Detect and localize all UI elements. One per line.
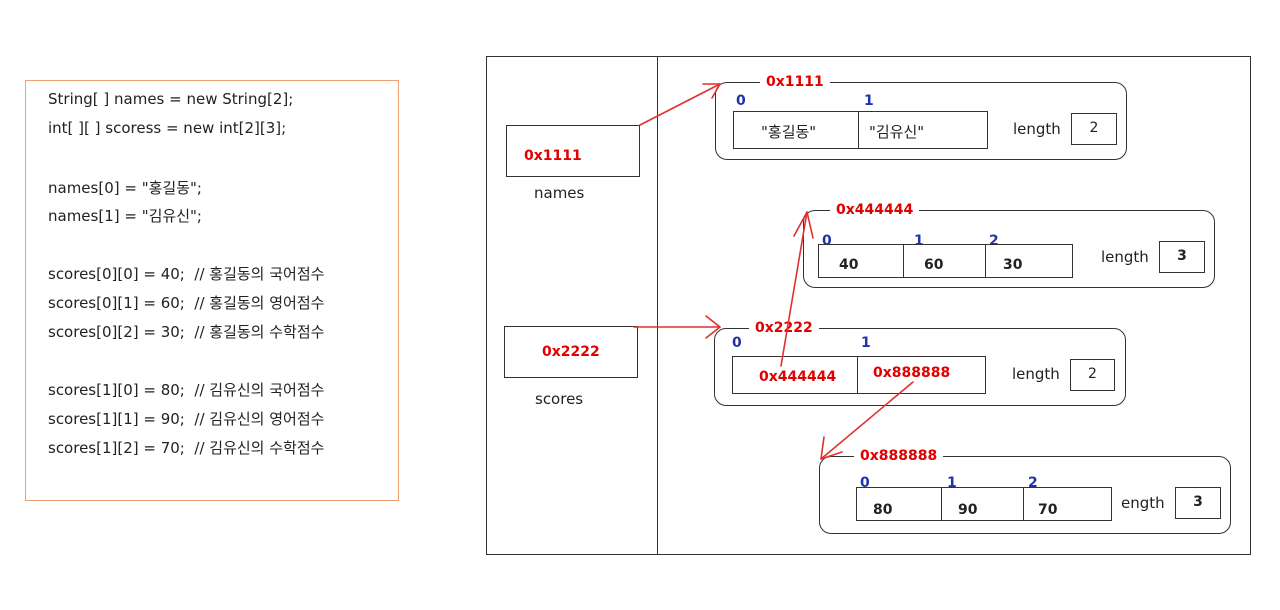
- row0-array-object: 0x444444 0 1 2 40 60 30 length 3: [803, 202, 1215, 288]
- code-line: scores[0][2] = 30; // 홍길동의 수학점수: [48, 323, 325, 341]
- array-cell: "김유신": [859, 112, 987, 148]
- length-label: ength: [1121, 494, 1165, 512]
- array-index: 0: [732, 335, 742, 351]
- names-variable-label: names: [534, 184, 585, 202]
- array-index: 2: [989, 233, 999, 249]
- length-label: length: [1012, 365, 1060, 383]
- length-label: length: [1101, 248, 1149, 266]
- array-index: 0: [860, 475, 870, 491]
- code-line: scores[1][1] = 90; // 김유신의 영어점수: [48, 410, 325, 428]
- row0-reference-arrow: [780, 211, 808, 367]
- length-label: length: [1013, 120, 1061, 138]
- array-index: 1: [914, 233, 924, 249]
- length-box: 3: [1159, 241, 1205, 273]
- code-line: scores[1][2] = 70; // 김유신의 수학점수: [48, 439, 325, 457]
- scores-array-cells: 0x444444 0x888888: [732, 356, 986, 394]
- code-line: scores[0][1] = 60; // 홍길동의 영어점수: [48, 294, 325, 312]
- array-cell-reference: 0x888888: [873, 365, 951, 381]
- array-index: 1: [864, 93, 874, 109]
- array-cell-value: 60: [924, 257, 944, 273]
- code-panel: String[ ] names = new String[2]; int[ ][…: [25, 80, 399, 501]
- row1-array-cells: 80 90 70: [856, 487, 1112, 521]
- array-cell: 70: [1024, 488, 1111, 520]
- arrow-head: [793, 211, 814, 239]
- names-variable-box: 0x1111: [506, 125, 640, 177]
- array-cell: "홍길동": [734, 112, 859, 148]
- row1-reference-arrow: [820, 381, 914, 460]
- array-cell-reference: 0x444444: [759, 369, 837, 385]
- length-value: 2: [1088, 366, 1097, 382]
- length-box: 2: [1070, 359, 1115, 391]
- code-line: scores[0][0] = 40; // 홍길동의 국어점수: [48, 265, 325, 283]
- array-cell-value: 90: [958, 502, 978, 518]
- length-box: 2: [1071, 113, 1117, 145]
- names-reference-arrow: [639, 83, 721, 126]
- array-index: 1: [861, 335, 871, 351]
- stack-heap-divider: [657, 56, 658, 555]
- array-cell: 0x888888: [858, 357, 985, 393]
- scores-variable-label: scores: [535, 390, 584, 408]
- names-reference-value: 0x1111: [524, 148, 582, 164]
- array-cell: 40: [819, 245, 904, 277]
- array-cell-value: "홍길동": [761, 123, 817, 141]
- array-cell: 60: [904, 245, 986, 277]
- code-line: int[ ][ ] scoress = new int[2][3];: [48, 119, 287, 137]
- code-line: names[0] = "홍길동";: [48, 179, 202, 197]
- row1-array-address: 0x888888: [854, 448, 944, 464]
- row0-array-cells: 40 60 30: [818, 244, 1073, 278]
- array-index: 2: [1028, 475, 1038, 491]
- scores-array-address: 0x2222: [749, 320, 819, 336]
- array-cell-value: "김유신": [869, 123, 925, 141]
- array-cell: 90: [942, 488, 1024, 520]
- array-index: 1: [947, 475, 957, 491]
- length-value: 2: [1089, 120, 1099, 136]
- arrow-head: [820, 436, 843, 460]
- array-cell-value: 80: [873, 502, 893, 518]
- array-index: 0: [822, 233, 832, 249]
- code-line: scores[1][0] = 80; // 김유신의 국어점수: [48, 381, 325, 399]
- arrow-head: [702, 83, 721, 99]
- arrow-head: [705, 315, 721, 339]
- names-array-object: 0x1111 0 1 "홍길동" "김유신" length 2: [715, 74, 1127, 160]
- code-line: names[1] = "김유신";: [48, 207, 202, 225]
- array-cell-value: 30: [1003, 257, 1023, 273]
- array-cell: 30: [986, 245, 1072, 277]
- names-array-address: 0x1111: [760, 74, 830, 90]
- length-value: 3: [1177, 248, 1187, 264]
- array-cell: 80: [857, 488, 942, 520]
- names-array-cells: "홍길동" "김유신": [733, 111, 988, 149]
- scores-reference-value: 0x2222: [542, 344, 600, 360]
- memory-frame: [486, 56, 1251, 555]
- code-line: String[ ] names = new String[2];: [48, 90, 294, 108]
- array-cell-value: 70: [1038, 502, 1058, 518]
- length-box: 3: [1175, 487, 1221, 519]
- array-cell-value: 40: [839, 257, 859, 273]
- length-value: 3: [1193, 494, 1203, 510]
- row1-array-object: 0x888888 0 1 2 80 90 70 ength 3: [819, 448, 1231, 534]
- scores-variable-box: 0x2222: [504, 326, 638, 378]
- row0-array-address: 0x444444: [830, 202, 920, 218]
- array-index: 0: [736, 93, 746, 109]
- array-cell: 0x444444: [733, 357, 858, 393]
- scores-array-object: 0x2222 0 1 0x444444 0x888888 length 2: [714, 320, 1126, 406]
